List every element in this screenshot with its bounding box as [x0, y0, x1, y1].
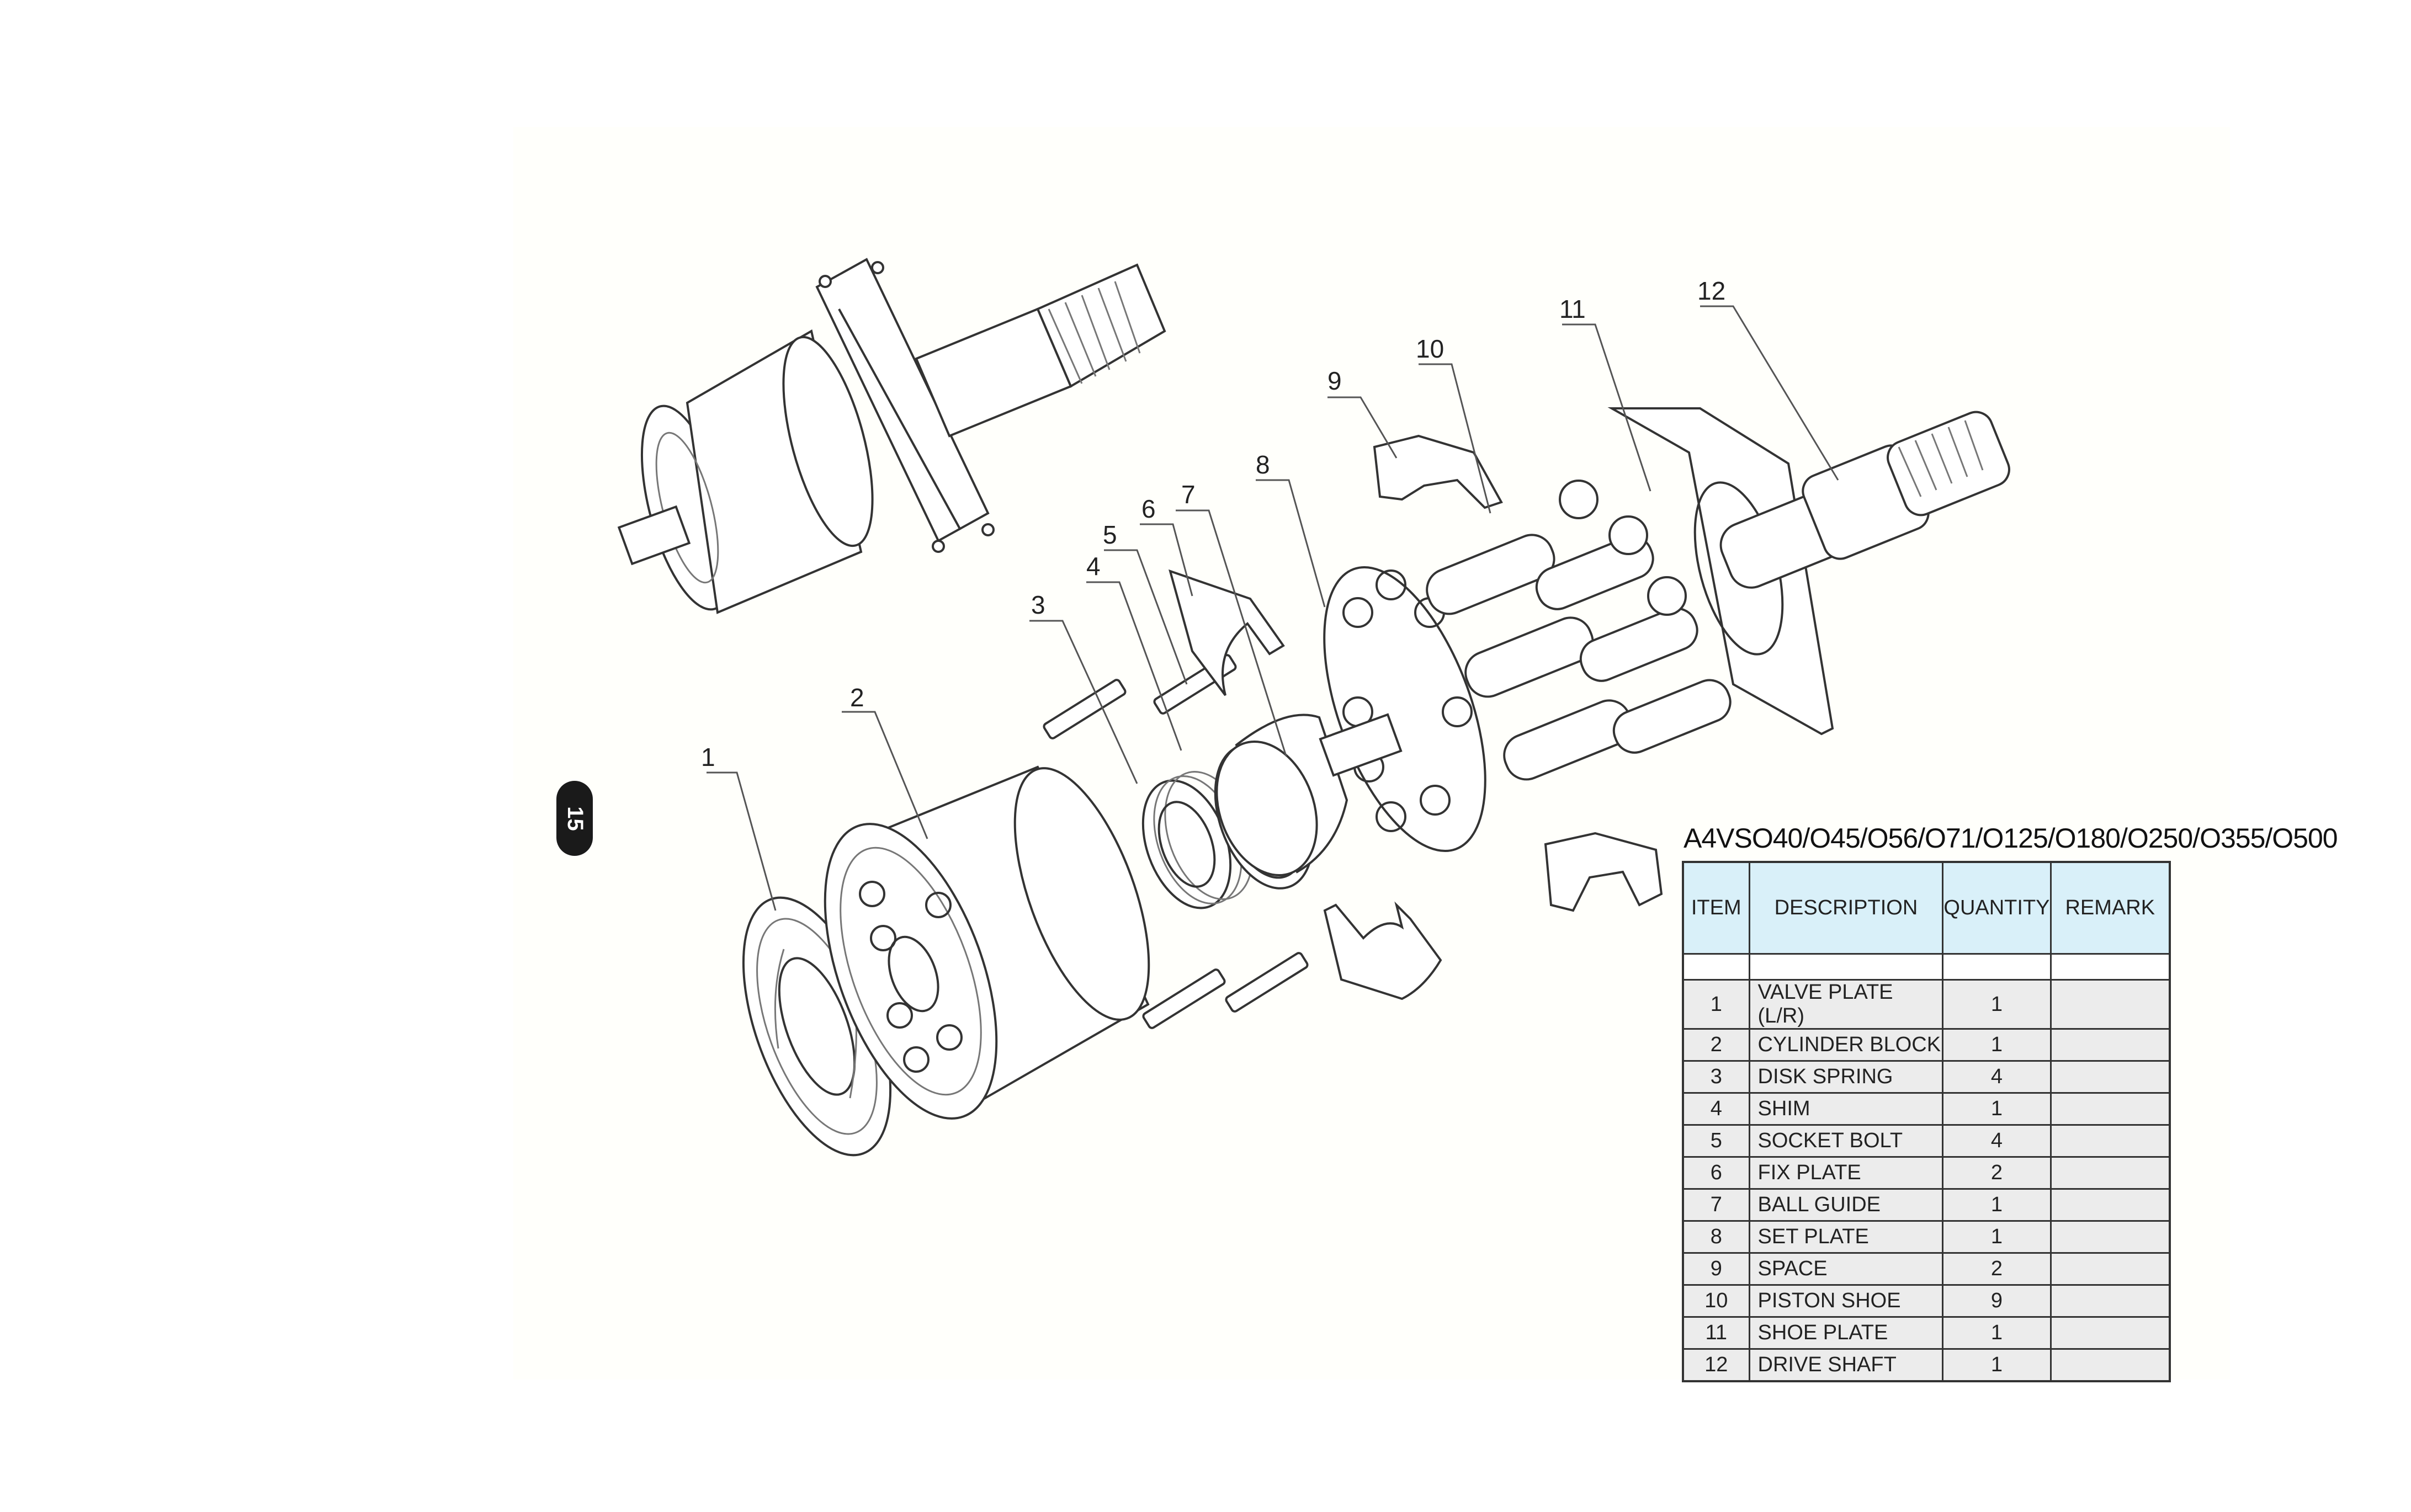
callout-6: 6	[1141, 494, 1156, 523]
callout-10: 10	[1416, 334, 1444, 363]
assembled-pump-illustration	[617, 258, 1166, 614]
callout-1: 1	[701, 743, 715, 771]
part-6-fix-plates	[1169, 569, 1442, 1000]
part-8-set-plate	[1319, 566, 1486, 853]
part-12-drive-shaft	[1719, 411, 2010, 589]
callout-4: 4	[1086, 552, 1101, 581]
callout-leaders	[707, 305, 1839, 911]
callout-5: 5	[1103, 520, 1117, 549]
header-quantity: QUANTITY	[1942, 861, 2052, 955]
model-title: A4VSO40/O45/O56/O71/O125/O180/O250/O355/…	[1684, 823, 2338, 854]
table-header-row: ITEM DESCRIPTION QUANTITY REMARK	[1682, 861, 2171, 955]
callout-2: 2	[850, 683, 864, 712]
callout-8: 8	[1256, 450, 1270, 479]
part-10-piston-shoes	[1426, 480, 1732, 781]
part-2-cylinder-block	[824, 765, 1150, 1120]
callout-3: 3	[1031, 590, 1045, 619]
callout-12: 12	[1697, 276, 1725, 305]
header-description: DESCRIPTION	[1748, 861, 1944, 955]
callout-7: 7	[1181, 480, 1196, 509]
part-9-spaces	[1373, 434, 1663, 912]
part-3-disk-spring	[1141, 771, 1254, 909]
table-spacer-row	[1682, 953, 2171, 981]
header-item: ITEM	[1682, 861, 1750, 955]
part-7-ball-guide	[1215, 714, 1348, 877]
page-number-tab: 15	[556, 781, 593, 856]
callout-numbers: 1 2 3 4 5 6 7 8 9 10 11 12	[701, 276, 1725, 771]
callout-9: 9	[1327, 366, 1342, 395]
callout-11: 11	[1559, 295, 1586, 323]
header-remark: REMARK	[2049, 861, 2171, 955]
